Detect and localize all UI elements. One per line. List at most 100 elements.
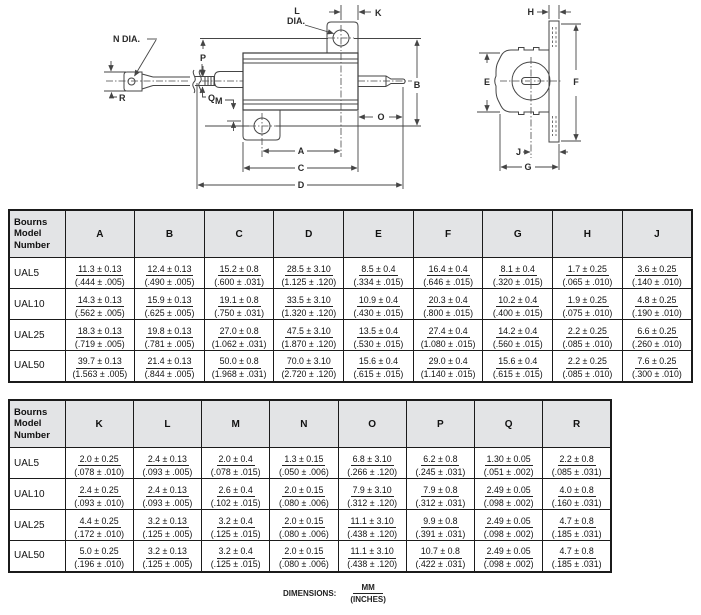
dimension-cell: 3.2 ± 0.13(.125 ± .005): [132, 509, 203, 541]
dimension-cell: 15.9 ± 0.13(.625 ± .005): [134, 288, 205, 320]
dimension-cell: 50.0 ± 0.8(1.968 ± .031): [203, 350, 275, 382]
column-header-B: B: [134, 209, 205, 258]
dimension-cell: 15.6 ± 0.4(.615 ± .015): [343, 350, 414, 382]
dimension-cell: 5.0 ± 0.25(.196 ± .010): [64, 540, 134, 572]
model-cell: UAL5: [8, 447, 66, 479]
column-header-H: H: [552, 209, 623, 258]
model-cell: UAL5: [8, 257, 66, 289]
dimension-cell: 16.4 ± 0.4(.646 ± .015): [412, 257, 484, 289]
dimension-cell: 2.4 ± 0.13(.093 ± .005): [132, 478, 203, 510]
unit-mm: MM: [353, 583, 383, 594]
dimension-cell: 12.4 ± 0.13(.490 ± .005): [134, 257, 205, 289]
dimension-cell: 1.3 ± 0.15(.050 ± .006): [269, 447, 339, 479]
model-cell: UAL50: [8, 540, 66, 572]
dimension-cell: 4.0 ± 0.8(.160 ± .031): [542, 478, 612, 510]
dimension-cell: 2.4 ± 0.25(.093 ± .010): [64, 478, 134, 510]
dimension-cell: 4.8 ± 0.25(.190 ± .010): [621, 288, 693, 320]
column-header-K: K: [64, 399, 134, 448]
dimension-cell: 27.0 ± 0.8(1.062 ± .031): [203, 319, 275, 351]
dimension-cell: 20.3 ± 0.4(.800 ± .015): [412, 288, 484, 320]
column-header-L: L: [132, 399, 203, 448]
dimension-cell: 4.4 ± 0.25(.172 ± .010): [64, 509, 134, 541]
dimension-cell: 2.2 ± 0.25(.085 ± .010): [552, 319, 623, 351]
dimension-cell: 47.5 ± 3.10(1.870 ± .120): [273, 319, 345, 351]
column-header-D: D: [273, 209, 345, 258]
dimension-cell: 2.0 ± 0.15(.080 ± .006): [269, 478, 339, 510]
dimension-cell: 10.9 ± 0.4(.430 ± .015): [343, 288, 414, 320]
dimension-cell: 2.0 ± 0.15(.080 ± .006): [269, 509, 339, 541]
column-header-F: F: [412, 209, 484, 258]
dimension-cell: 2.0 ± 0.15(.080 ± .006): [269, 540, 339, 572]
model-cell: UAL25: [8, 509, 66, 541]
label-m: M: [215, 96, 223, 106]
dimension-cell: 2.0 ± 0.4(.078 ± .015): [200, 447, 271, 479]
model-cell: UAL10: [8, 288, 66, 320]
dimension-cell: 7.6 ± 0.25(.300 ± .010): [621, 350, 693, 382]
model-cell: UAL10: [8, 478, 66, 510]
dimension-cell: 11.3 ± 0.13(.444 ± .005): [64, 257, 136, 289]
dimension-cell: 39.7 ± 0.13(1.563 ± .005): [64, 350, 136, 382]
label-p: P: [200, 53, 206, 63]
label-b: B: [414, 80, 421, 90]
dimension-cell: 28.5 ± 3.10(1.125 ± .120): [273, 257, 345, 289]
dimensions-note: DIMENSIONS: MM (INCHES): [283, 583, 386, 604]
dimension-cell: 8.5 ± 0.4(.334 ± .015): [343, 257, 414, 289]
dimension-cell: 21.4 ± 0.13(.844 ± .005): [134, 350, 205, 382]
dimension-cell: 6.2 ± 0.8(.245 ± .031): [405, 447, 476, 479]
dimension-cell: 2.0 ± 0.25(.078 ± .010): [64, 447, 134, 479]
label-k: K: [375, 8, 382, 18]
label-r: R: [119, 93, 126, 103]
table-corner-header: Bourns Model Number: [8, 209, 66, 258]
column-header-G: G: [482, 209, 554, 258]
front-view: K L DIA. P M B O A: [196, 5, 421, 190]
dimension-cell: 10.2 ± 0.4(.400 ± .015): [482, 288, 554, 320]
column-header-E: E: [343, 209, 414, 258]
label-h: H: [528, 7, 535, 17]
dimension-cell: 14.3 ± 0.13(.562 ± .005): [64, 288, 136, 320]
label-f: F: [573, 77, 579, 87]
units-fraction: MM (INCHES): [350, 583, 386, 604]
dimension-cell: 2.49 ± 0.05(.098 ± .002): [473, 540, 544, 572]
column-header-M: M: [200, 399, 271, 448]
dimension-cell: 13.5 ± 0.4(.530 ± .015): [343, 319, 414, 351]
column-header-P: P: [405, 399, 476, 448]
column-header-C: C: [203, 209, 275, 258]
label-d: D: [298, 180, 305, 190]
dimension-cell: 2.49 ± 0.05(.098 ± .002): [473, 509, 544, 541]
dimension-drawing: N DIA. R Q: [104, 5, 581, 190]
dimension-cell: 2.49 ± 0.05(.098 ± .002): [473, 478, 544, 510]
dimension-cell: 6.6 ± 0.25(.260 ± .010): [621, 319, 693, 351]
dimension-cell: 3.2 ± 0.4(.125 ± .015): [200, 540, 271, 572]
column-header-O: O: [337, 399, 407, 448]
dimension-cell: 8.1 ± 0.4(.320 ± .015): [482, 257, 554, 289]
column-header-N: N: [269, 399, 339, 448]
dimension-cell: 4.7 ± 0.8(.185 ± .031): [542, 509, 612, 541]
dimension-cell: 15.6 ± 0.4(.615 ± .015): [482, 350, 554, 382]
dimension-cell: 19.8 ± 0.13(.781 ± .005): [134, 319, 205, 351]
unit-inches: (INCHES): [350, 595, 386, 604]
dimension-cell: 11.1 ± 3.10(.438 ± .120): [337, 540, 407, 572]
label-g: G: [524, 162, 531, 172]
dimensions-label: DIMENSIONS:: [283, 589, 337, 598]
dimension-cell: 9.9 ± 0.8(.391 ± .031): [405, 509, 476, 541]
dimension-cell: 33.5 ± 3.10(1.320 ± .120): [273, 288, 345, 320]
dimension-cell: 3.2 ± 0.4(.125 ± .015): [200, 509, 271, 541]
dimension-cell: 2.4 ± 0.13(.093 ± .005): [132, 447, 203, 479]
dimension-cell: 14.2 ± 0.4(.560 ± .015): [482, 319, 554, 351]
label-o: O: [377, 112, 384, 122]
dimension-cell: 1.9 ± 0.25(.075 ± .010): [552, 288, 623, 320]
dimension-cell: 2.6 ± 0.4(.102 ± .015): [200, 478, 271, 510]
side-view: E F H J G: [477, 5, 581, 172]
dimension-cell: 29.0 ± 0.4(1.140 ± .015): [412, 350, 484, 382]
label-e: E: [484, 77, 490, 87]
dimension-cell: 10.7 ± 0.8(.422 ± .031): [405, 540, 476, 572]
